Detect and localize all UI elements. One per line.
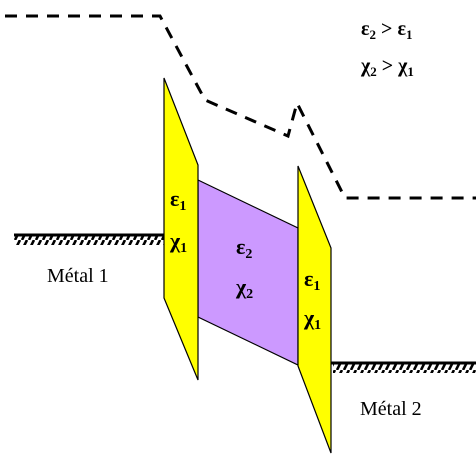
legend-chi-relation: χ2 > χ1 bbox=[360, 55, 414, 79]
vacuum-level-dashed-line bbox=[5, 14, 476, 200]
legend-epsilon-relation: ε2 > ε1 bbox=[361, 18, 413, 42]
barrier-middle-chi-label: χ2 bbox=[235, 274, 253, 302]
metal2-hatch bbox=[333, 363, 476, 373]
barrier-middle-dielectric bbox=[197, 179, 299, 366]
metal1-hatch bbox=[14, 235, 164, 245]
barrier-right-dielectric bbox=[297, 165, 332, 454]
barrier-right-epsilon-label: ε1 bbox=[304, 266, 320, 294]
barrier-left-epsilon-label: ε1 bbox=[170, 186, 186, 214]
metal2-label: Métal 2 bbox=[360, 398, 422, 420]
barrier-left-chi-label: χ1 bbox=[169, 228, 187, 256]
barrier-middle-epsilon-label: ε2 bbox=[236, 234, 252, 262]
barrier-right-chi-label: χ1 bbox=[303, 305, 321, 333]
barrier-left-dielectric bbox=[163, 77, 199, 381]
metal1-label: Métal 1 bbox=[47, 265, 109, 287]
